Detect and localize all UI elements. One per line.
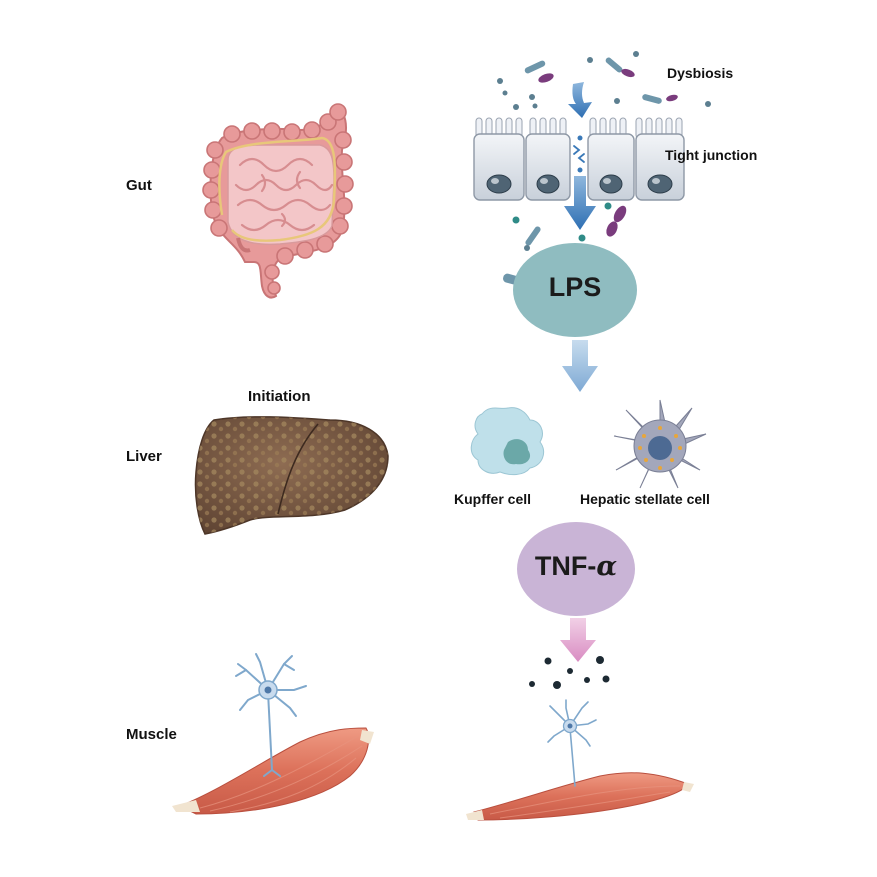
label-tight-junction: Tight junction — [665, 147, 758, 163]
label-kupffer-cell: Kupffer cell — [454, 491, 532, 507]
liver-icon — [194, 416, 389, 535]
tnf-arrow — [560, 618, 596, 662]
label-liver: Liver — [126, 448, 162, 465]
label-tnf: TNF- — [534, 551, 597, 581]
label-gut: Gut — [126, 177, 152, 194]
neuron-icon-affected — [547, 699, 597, 787]
label-alpha-symbol: α — [596, 551, 618, 582]
neuron-nucleus-affected — [567, 723, 573, 729]
epithelium-icon — [473, 117, 685, 201]
label-tnf-alpha: TNF-α — [516, 551, 636, 582]
muscle-icon-affected — [466, 772, 694, 821]
translocation-arrow — [564, 82, 596, 230]
lps-bubble — [513, 243, 637, 337]
intestine-icon — [202, 103, 354, 299]
label-initiation: Initiation — [248, 388, 311, 405]
stellate-cell-icon — [613, 399, 707, 489]
tnf-bubble — [517, 522, 635, 616]
label-dysbiosis: Dysbiosis — [667, 65, 734, 81]
label-muscle: Muscle — [126, 726, 177, 743]
label-hepatic-stellate-cell: Hepatic stellate cell — [580, 491, 710, 507]
cytokine-particles — [529, 656, 610, 689]
neuron-nucleus — [264, 686, 272, 694]
lps-arrow — [562, 340, 598, 392]
kupffer-cell-icon — [470, 407, 545, 476]
label-lps: LPS — [548, 272, 602, 302]
